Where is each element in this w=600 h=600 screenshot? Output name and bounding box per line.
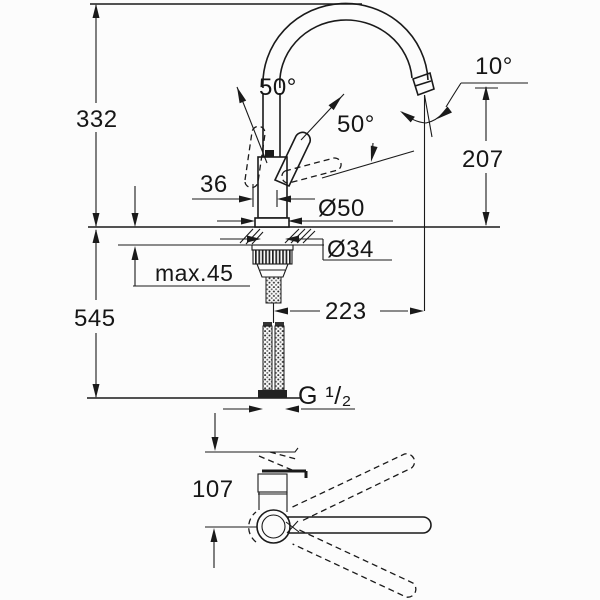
washer xyxy=(251,244,294,251)
top-view xyxy=(205,447,432,598)
body-neck-top-view xyxy=(258,492,288,512)
dim-base-diameter: Ø50 xyxy=(217,195,393,225)
outlet-x-mark xyxy=(285,520,300,534)
label-50-right: 50° xyxy=(337,111,375,138)
lever-solid xyxy=(287,516,432,534)
g-half-connector xyxy=(258,390,287,398)
dim-swivel-right: 50° xyxy=(321,111,415,179)
cartridge-mark xyxy=(265,150,274,157)
label-332: 332 xyxy=(76,106,118,133)
label-max45: max.45 xyxy=(155,260,233,286)
knurled-nut xyxy=(252,249,293,265)
dim-thread: G ¹/₂ xyxy=(223,382,355,413)
label-223: 223 xyxy=(325,298,367,325)
handle-dashed-down xyxy=(281,157,342,184)
pivot-ring-inner xyxy=(261,514,286,539)
handle-dashed-up xyxy=(244,125,266,189)
faucet-body xyxy=(254,93,290,228)
spout-arc xyxy=(262,2,435,97)
nut-taper xyxy=(256,263,289,278)
aerator-tip xyxy=(412,71,435,97)
dim-height-545: 545 xyxy=(74,229,116,398)
lever-dashed-down xyxy=(292,529,417,598)
dim-handle-offset: 36 xyxy=(192,171,315,207)
label-207: 207 xyxy=(462,146,504,173)
handle-pad xyxy=(257,473,288,493)
label-d34: Ø34 xyxy=(327,236,374,263)
handle-top-bar xyxy=(262,469,308,478)
label-36: 36 xyxy=(200,171,228,198)
lever-dashed-up xyxy=(292,453,416,523)
dim-height-332: 332 xyxy=(76,4,118,227)
deck-hatching xyxy=(239,228,316,245)
label-10: 10° xyxy=(475,53,513,80)
dim-max45: max.45 xyxy=(131,186,250,287)
body-dashed-swivel xyxy=(258,451,297,471)
dim-top-view-depth: 107 xyxy=(192,413,234,568)
label-545: 545 xyxy=(74,305,116,332)
mounting-hardware xyxy=(251,244,294,323)
dim-projection: 223 xyxy=(274,298,424,325)
threaded-shank xyxy=(265,276,282,304)
dim-outlet-height: 207 xyxy=(462,86,504,226)
dim-swivel-left: 50° xyxy=(236,74,345,164)
ring-dashed-arc xyxy=(248,511,257,543)
dim-outlet-angle: 10° xyxy=(400,53,528,311)
dim-hole-diameter: Ø34 xyxy=(220,235,392,263)
top-view-front-line xyxy=(205,447,299,453)
base-trim xyxy=(254,217,290,228)
label-g12: G ¹/₂ xyxy=(298,382,352,410)
label-107: 107 xyxy=(192,476,234,503)
label-50-left: 50° xyxy=(259,74,297,101)
label-d50: Ø50 xyxy=(318,195,365,222)
supply-hoses xyxy=(258,322,287,398)
outlet-axis-line xyxy=(423,94,433,138)
body-block xyxy=(257,156,288,219)
